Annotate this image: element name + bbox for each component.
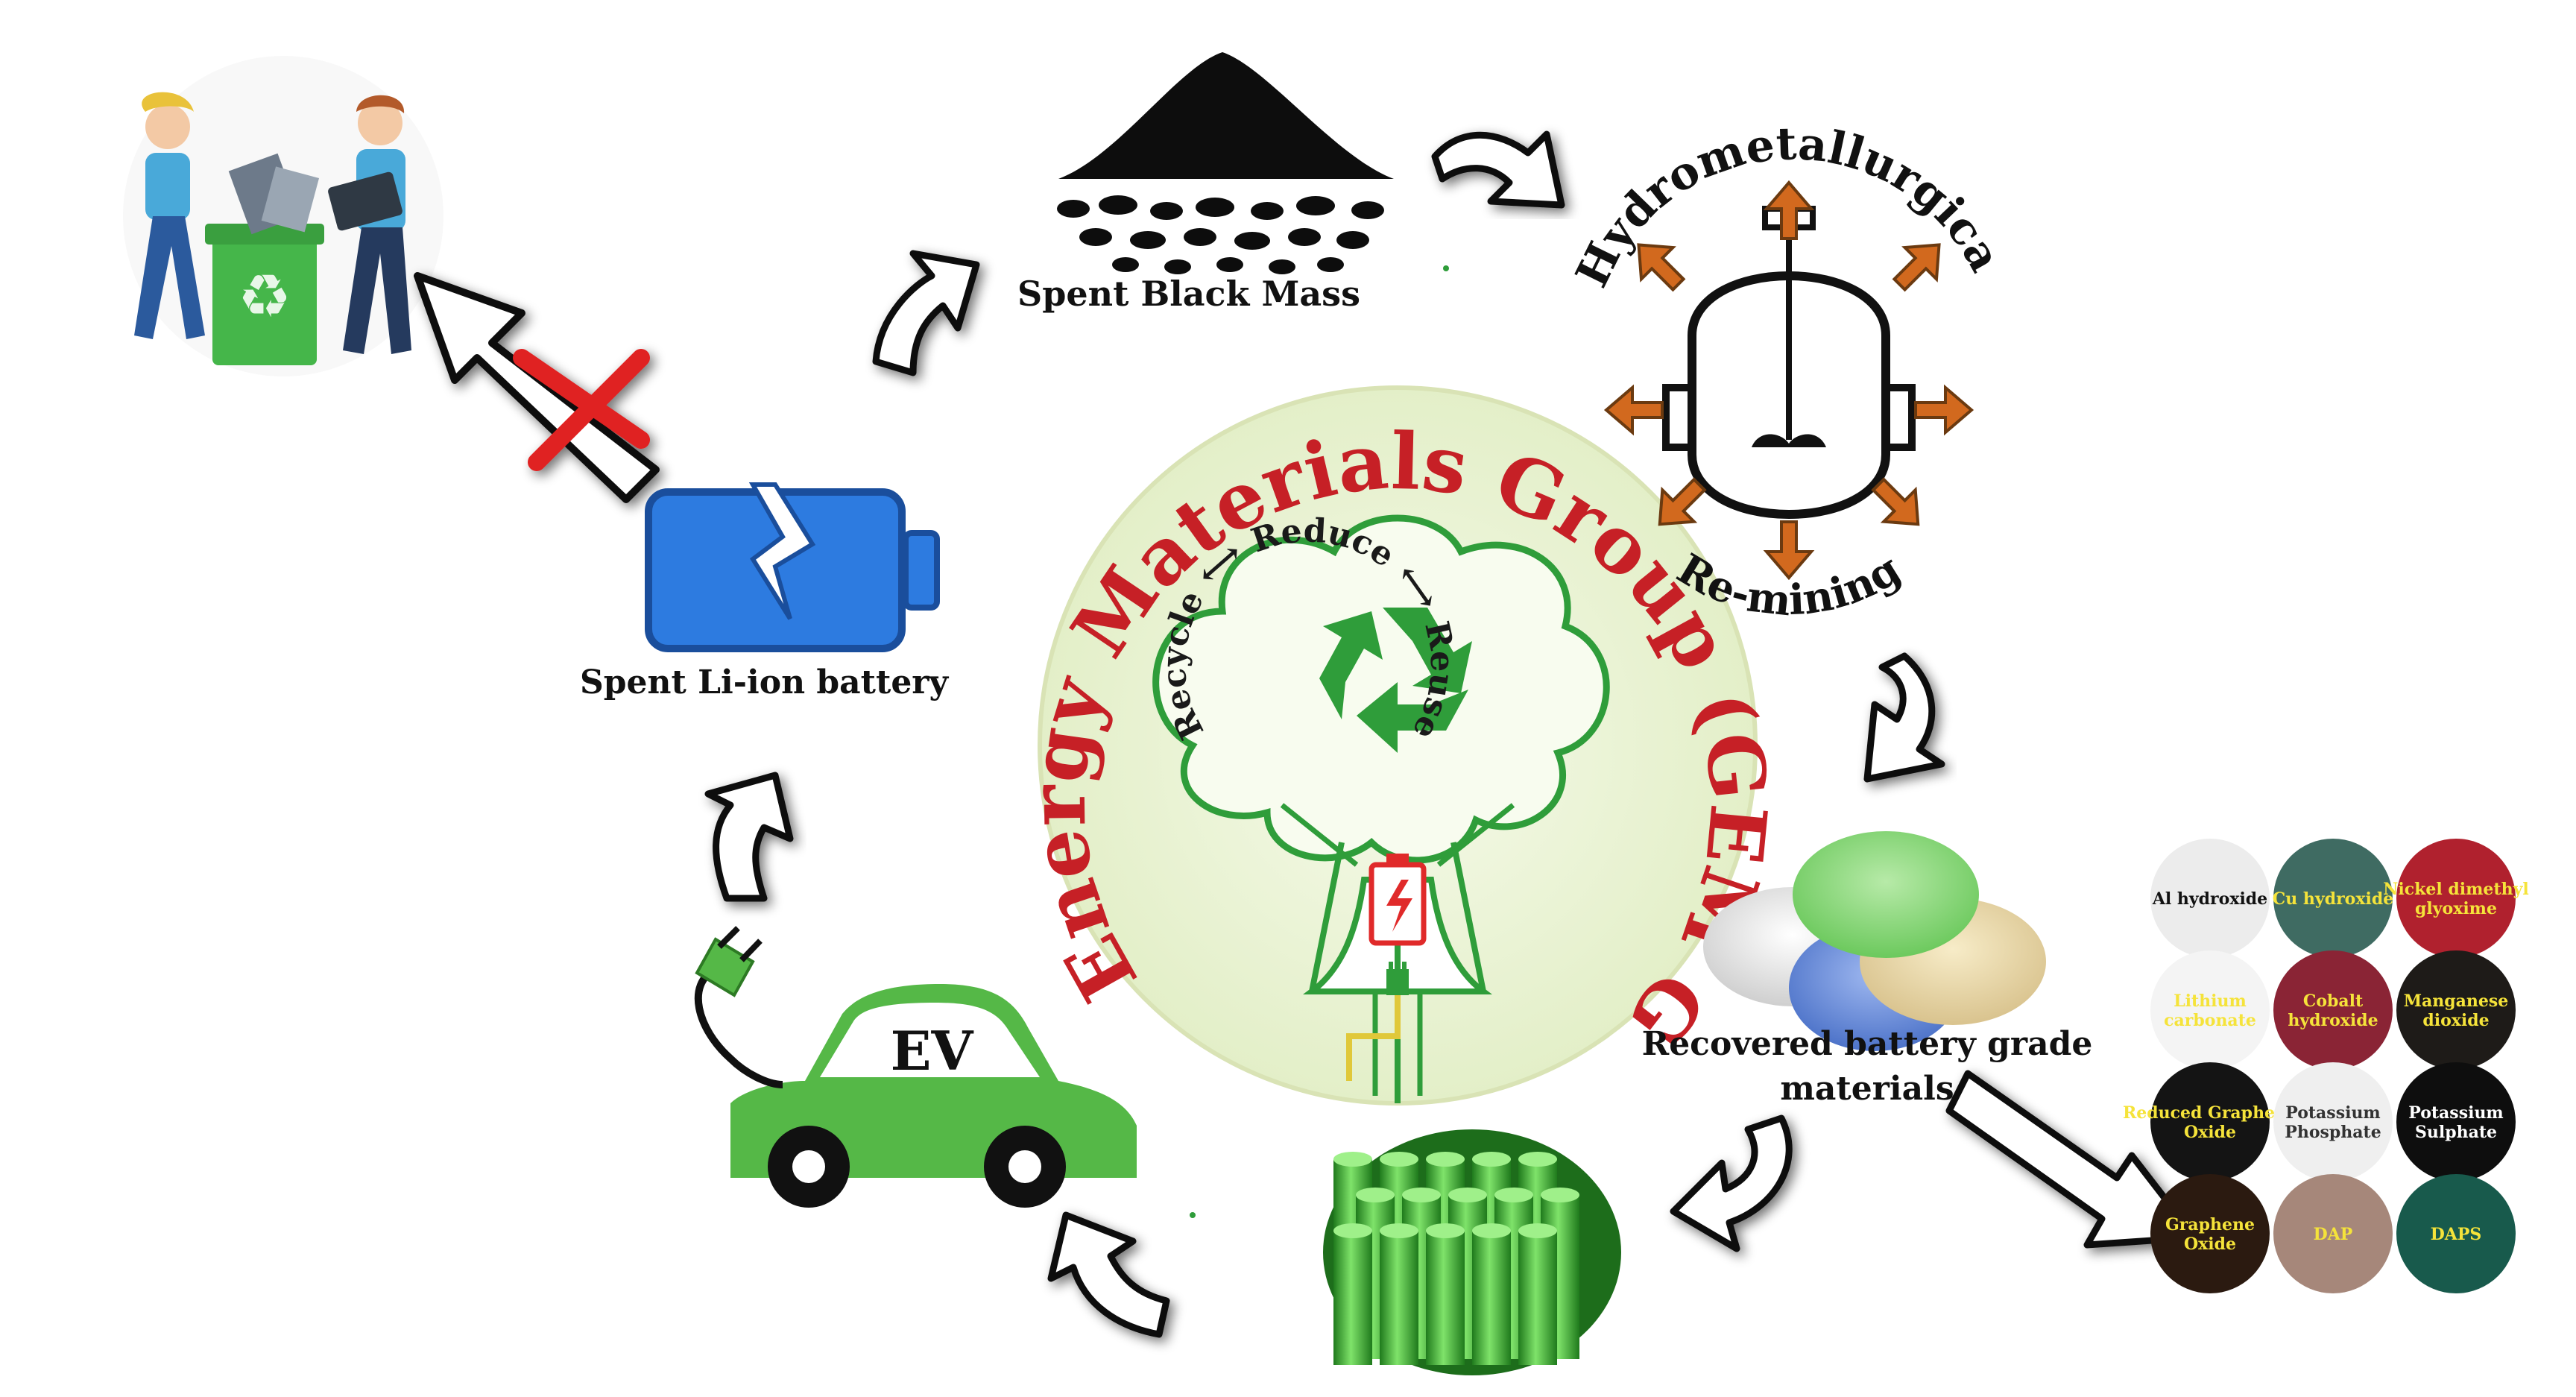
material-sample-icon xyxy=(2396,1174,2516,1293)
arrow-recovered-to-cells xyxy=(1670,1114,1793,1252)
arrow-recovered-to-grid xyxy=(1945,1070,2199,1249)
battery-cell xyxy=(1472,1231,1511,1365)
arrow-blackmass-to-hydro xyxy=(1431,130,1565,209)
arrow-battery-to-blackmass xyxy=(872,250,980,376)
battery-cell-top xyxy=(1448,1188,1487,1202)
broken-battery-icon xyxy=(645,482,940,652)
battery-cell-top xyxy=(1494,1188,1533,1202)
material-label: Al hydroxide xyxy=(2152,889,2267,909)
material-sample-icon xyxy=(2150,1062,2270,1182)
ev-car: EV xyxy=(694,926,1137,1208)
arrow-hydro-to-recovered xyxy=(1863,652,1945,783)
battery-cell-top xyxy=(1541,1188,1579,1202)
spent-li-ion-battery: Spent Li-ion battery xyxy=(580,482,950,701)
black-powder-pile-icon xyxy=(1057,52,1394,274)
battery-cell-top xyxy=(1472,1223,1511,1238)
material-sample-icon xyxy=(2273,950,2393,1070)
material-sample-icon xyxy=(2273,839,2393,958)
material-sample-icon xyxy=(2150,950,2270,1070)
man-figure-icon xyxy=(328,95,411,354)
recycling-bin-icon: ♻ xyxy=(205,153,324,365)
reactor-arrows-icon xyxy=(1603,180,1974,581)
recycle-symbol-icon xyxy=(1319,608,1472,753)
battery-cell-top xyxy=(1426,1223,1465,1238)
material-sample-icon xyxy=(2273,1062,2393,1182)
material-label: DAPS xyxy=(2431,1225,2482,1244)
people-disposing-illustration: ♻ xyxy=(123,56,443,376)
battery-cell-top xyxy=(1333,1152,1372,1167)
battery-cell-top xyxy=(1356,1188,1395,1202)
battery-cell-top xyxy=(1426,1152,1465,1167)
material-sample-icon xyxy=(2396,839,2516,958)
ev-label: EV xyxy=(891,1019,974,1082)
battery-cell-top xyxy=(1472,1152,1511,1167)
recovered-label-line2: materials xyxy=(1780,1070,1954,1108)
battery-cell-top xyxy=(1518,1152,1557,1167)
red-cross-icon xyxy=(513,349,650,471)
decor-dot xyxy=(1443,265,1449,271)
material-sample-icon xyxy=(2273,1174,2393,1293)
battery-cell xyxy=(1380,1231,1418,1365)
woman-figure-icon xyxy=(134,92,205,339)
powder-piles-icon xyxy=(1703,831,2046,1051)
material-sample-icon xyxy=(2396,950,2516,1070)
arrow-cells-to-ev xyxy=(1047,1211,1170,1338)
tree-icon xyxy=(1152,514,1610,1103)
disposal-arrow-crossed xyxy=(414,272,660,503)
ev-plug-icon xyxy=(694,926,783,1088)
ev-car-icon xyxy=(730,984,1137,1208)
material-label: Cu hydroxide xyxy=(2273,889,2393,909)
battery-cell xyxy=(1426,1231,1465,1365)
material-sample-icon xyxy=(2396,1062,2516,1182)
spent-black-mass: Spent Black Mass xyxy=(1017,52,1394,314)
battery-cell-top xyxy=(1380,1223,1418,1238)
material-sample-icon xyxy=(2150,839,2270,958)
trunk-battery-icon xyxy=(1368,854,1427,946)
svg-text:♻: ♻ xyxy=(238,262,291,331)
trunk-plug-icon xyxy=(1346,962,1409,1081)
spent-black-mass-label: Spent Black Mass xyxy=(1017,274,1360,314)
battery-cell-top xyxy=(1518,1223,1557,1238)
arrow-ev-to-battery xyxy=(704,772,794,902)
spent-li-ion-battery-label: Spent Li-ion battery xyxy=(580,663,950,701)
battery-cell xyxy=(1518,1231,1557,1365)
recovered-label-line1: Recovered battery grade xyxy=(1642,1025,2093,1063)
battery-cell-top xyxy=(1333,1223,1372,1238)
battery-cell xyxy=(1333,1231,1372,1365)
recovered-materials: Recovered battery grade materials xyxy=(1642,831,2093,1108)
battery-cell-top xyxy=(1402,1188,1441,1202)
material-sample-icon xyxy=(2150,1174,2270,1293)
reactor-vessel-icon xyxy=(1662,206,1916,520)
battery-cell-top xyxy=(1380,1152,1418,1167)
new-battery-cells-icon xyxy=(1323,1129,1621,1375)
decor-dot xyxy=(1190,1212,1196,1218)
material-label: DAP xyxy=(2314,1225,2353,1244)
